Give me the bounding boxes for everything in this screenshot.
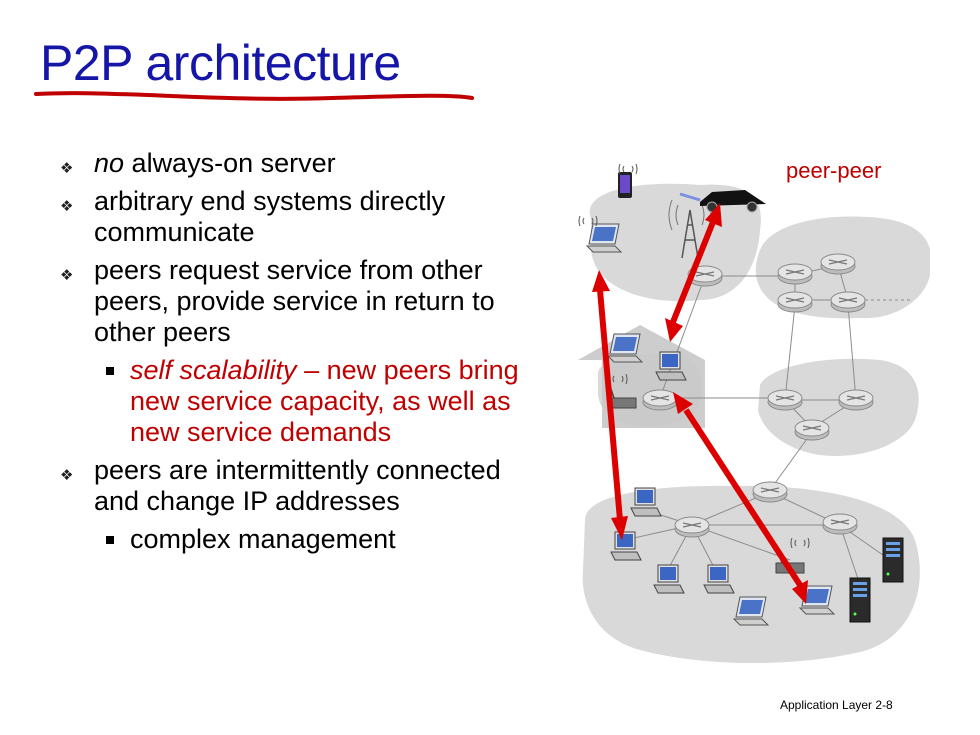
sub-bullet-item: self scalability – new peers bring new s… — [60, 355, 530, 448]
router-icon — [642, 389, 678, 411]
bullet-emphasis: no — [94, 148, 125, 178]
bullet-text: arbitrary end systems directly communica… — [94, 186, 446, 247]
server-icon — [849, 577, 871, 623]
slide-title: P2P architecture — [40, 35, 401, 91]
peer-peer-label: peer-peer — [786, 158, 882, 183]
sub-bullet-emphasis: self scalability — [130, 355, 297, 385]
router-icon — [777, 263, 813, 285]
bullet-item: ❖ no always-on server — [60, 148, 530, 179]
cell-tower-icon — [668, 199, 712, 259]
smartphone-icon — [618, 172, 632, 198]
diamond-bullet-icon: ❖ — [60, 267, 74, 284]
slide-footer: Application Layer 2-8 — [780, 698, 893, 712]
laptop-icon — [733, 596, 769, 626]
router-icon — [752, 481, 788, 503]
bullet-item: ❖ arbitrary end systems directly communi… — [60, 186, 530, 248]
router-icon — [674, 516, 710, 538]
bullet-list: ❖ no always-on server ❖ arbitrary end sy… — [60, 148, 530, 562]
sub-bullet-item: complex management — [60, 524, 530, 555]
router-icon — [767, 389, 803, 411]
router-icon — [830, 291, 866, 313]
laptop-icon — [586, 223, 622, 253]
diamond-bullet-icon: ❖ — [60, 467, 74, 484]
diamond-bullet-icon: ❖ — [60, 198, 74, 215]
bullet-text: always-on server — [124, 148, 336, 178]
diamond-bullet-icon: ❖ — [60, 160, 74, 177]
bullet-text: peers request service from other peers, … — [94, 255, 495, 347]
bullet-text: peers are intermittently connected and c… — [94, 455, 501, 516]
sub-bullet-text: complex management — [130, 524, 396, 554]
title-underline-stroke — [34, 91, 474, 101]
peer-peer-arrows — [592, 203, 808, 604]
router-icon — [822, 513, 858, 535]
bullet-item: ❖ peers are intermittently connected and… — [60, 455, 530, 517]
car-icon — [679, 190, 766, 213]
router-icon — [794, 419, 830, 441]
router-icon — [820, 253, 856, 275]
network-diagram — [578, 163, 930, 664]
router-icon — [777, 291, 813, 313]
square-bullet-icon — [106, 536, 114, 544]
bullet-item: ❖ peers request service from other peers… — [60, 255, 530, 348]
square-bullet-icon — [106, 367, 114, 375]
sub-bullet-text: – new peers bring new service capacity, … — [130, 355, 519, 447]
laptop-icon — [607, 333, 643, 363]
server-icon — [882, 537, 904, 583]
router-icon — [838, 389, 874, 411]
